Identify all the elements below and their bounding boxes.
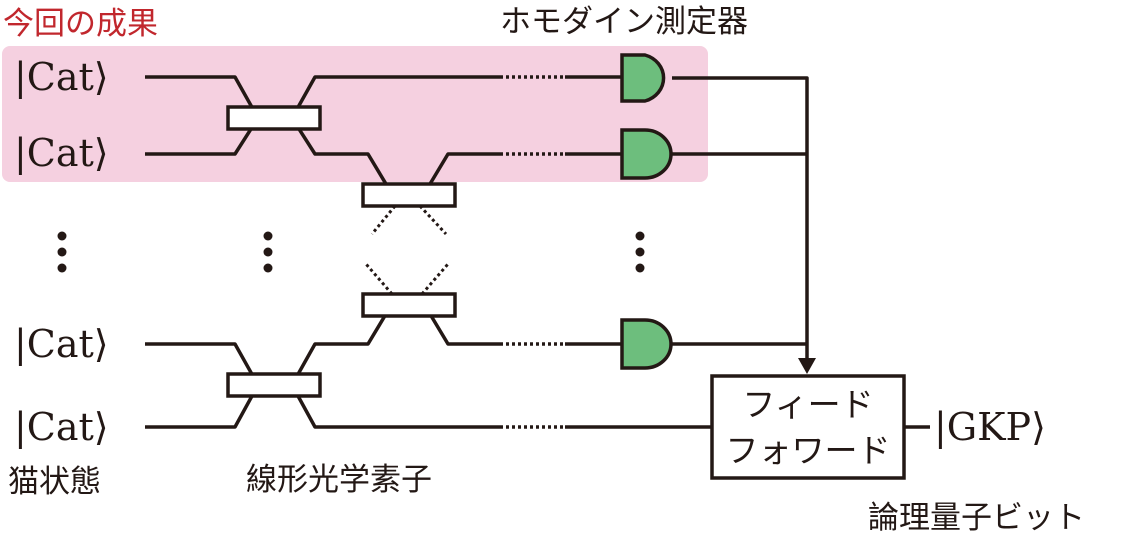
input-cat-4: |Cat⟩	[14, 405, 109, 449]
output-gkp-state: |GKP⟩	[934, 405, 1046, 449]
mode-2-wire	[145, 116, 500, 196]
bs2-faint-right	[418, 204, 448, 236]
feedforward-box	[710, 374, 906, 480]
detector-icon-2	[620, 128, 673, 180]
beam-splitter-1	[226, 105, 322, 131]
feedforward-label-line2: フォワード	[726, 431, 891, 470]
bs3-faint-right	[420, 263, 450, 295]
input-cat-1: |Cat⟩	[14, 55, 109, 99]
input-cat-2: |Cat⟩	[14, 131, 109, 175]
bs3-faint-left	[364, 263, 394, 295]
cat-state-label: 猫状態	[8, 464, 101, 500]
ellipsis-detectors	[635, 231, 645, 273]
mode-4-wire	[145, 383, 500, 429]
ellipsis-inputs	[57, 231, 67, 273]
arrow-head-icon	[798, 358, 816, 374]
result-highlight-region	[2, 46, 708, 182]
classical-line-1	[672, 76, 809, 362]
result-label: 今回の成果	[3, 6, 158, 42]
detector-icon-3	[620, 318, 673, 370]
mode-3-wire	[145, 302, 500, 387]
beam-splitter-2	[361, 182, 457, 208]
linear-optics-label: 線形光学素子	[246, 462, 432, 498]
feedforward-label-line1: フィード	[742, 385, 873, 424]
beam-splitter-3	[361, 292, 457, 318]
bs2-faint-left	[370, 205, 397, 235]
logical-qubit-label: 論理量子ビット	[868, 500, 1085, 536]
input-cat-3: |Cat⟩	[14, 322, 109, 366]
homodyne-label: ホモダイン測定器	[500, 4, 748, 40]
detector-icon-1	[620, 53, 666, 103]
beam-splitter-4	[226, 372, 322, 398]
ellipsis-optics	[263, 231, 273, 273]
